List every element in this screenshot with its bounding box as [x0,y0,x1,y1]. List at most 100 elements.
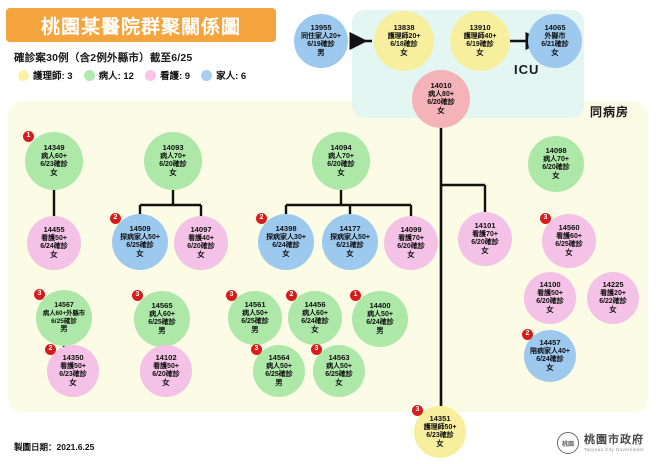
case-date: 6/25確診 [555,241,583,249]
case-date: 6/20確診 [187,243,215,251]
case-id: 14456 [304,299,326,309]
case-date: 6/25確診 [51,317,77,325]
case-date: 6/20確診 [327,161,355,169]
case-role: 看護70+ [472,230,498,238]
case-sex: 女 [162,378,170,388]
case-role: 探病家人30+ [266,233,306,241]
case-role: 病人50+ [367,310,393,318]
case-date: 6/21確診 [541,41,569,49]
case-role: 探病家人50+ [330,233,370,241]
case-date: 6/25確診 [241,318,269,326]
case-date: 6/20確診 [536,298,564,306]
case-role: 看護50+ [153,362,179,370]
generation-badge: 3 [540,213,551,224]
case-role: 病人60+外縣市 [42,310,86,318]
case-date: 6/23確診 [426,432,454,440]
case-id: 14098 [545,145,567,155]
case-date: 6/24確診 [301,318,329,326]
legend-swatch-family-icon [201,69,213,81]
case-sex: 女 [552,171,560,181]
case-role: 探病家人50+ [120,233,160,241]
case-role: 病人60+ [41,152,67,160]
case-id: 14349 [43,142,65,152]
case-date: 6/19確診 [307,41,335,49]
legend-item-family: 家人: 6 [201,68,246,82]
gov-name-cn: 桃園市政府 [583,434,644,447]
case-sex: 女 [400,48,408,58]
case-sex: 男 [376,326,384,336]
case-role: 看護40+ [188,234,214,242]
case-id: 14455 [43,224,65,234]
case-id: 14100 [539,279,561,289]
case-sex: 女 [282,249,290,259]
case-date: 6/25確診 [126,242,154,250]
case-date: 6/24確診 [40,243,68,251]
case-sex: 女 [436,439,444,449]
case-date: 6/24確診 [272,242,300,250]
case-sex: 女 [136,249,144,259]
case-id: 14398 [275,223,297,233]
legend-swatch-nurse-icon [18,69,29,81]
generation-badge: 2 [286,290,297,301]
case-role: 看護50+ [41,234,67,242]
case-sex: 女 [565,248,573,258]
case-date: 6/20確診 [471,239,499,247]
case-id: 13910 [469,22,491,32]
case-id: 14457 [539,337,561,347]
case-sex: 女 [609,305,617,315]
case-role: 病人60+ [149,310,175,318]
case-date: 6/18確診 [390,41,418,49]
case-role: 護理師40+ [463,32,497,40]
case-role: 病人50+ [326,362,352,370]
case-id: 14560 [558,222,580,232]
generation-badge: 2 [110,213,121,224]
case-role: 護理師50+ [423,423,457,431]
generation-badge: 2 [45,344,56,355]
case-id: 14400 [369,300,391,310]
case-sex: 男 [275,378,283,388]
case-sex: 女 [546,305,554,315]
case-id: 14099 [400,224,422,234]
case-sex: 女 [335,378,343,388]
case-id: 14102 [155,352,177,362]
case-date: 6/21確診 [336,242,364,250]
case-role: 陪病家人40+ [530,347,570,355]
case-sex: 女 [337,168,345,178]
case-id: 14564 [268,352,290,362]
case-role: 外縣市 [544,32,566,40]
case-sex: 男 [60,324,68,334]
case-role: 病人50+ [266,362,292,370]
